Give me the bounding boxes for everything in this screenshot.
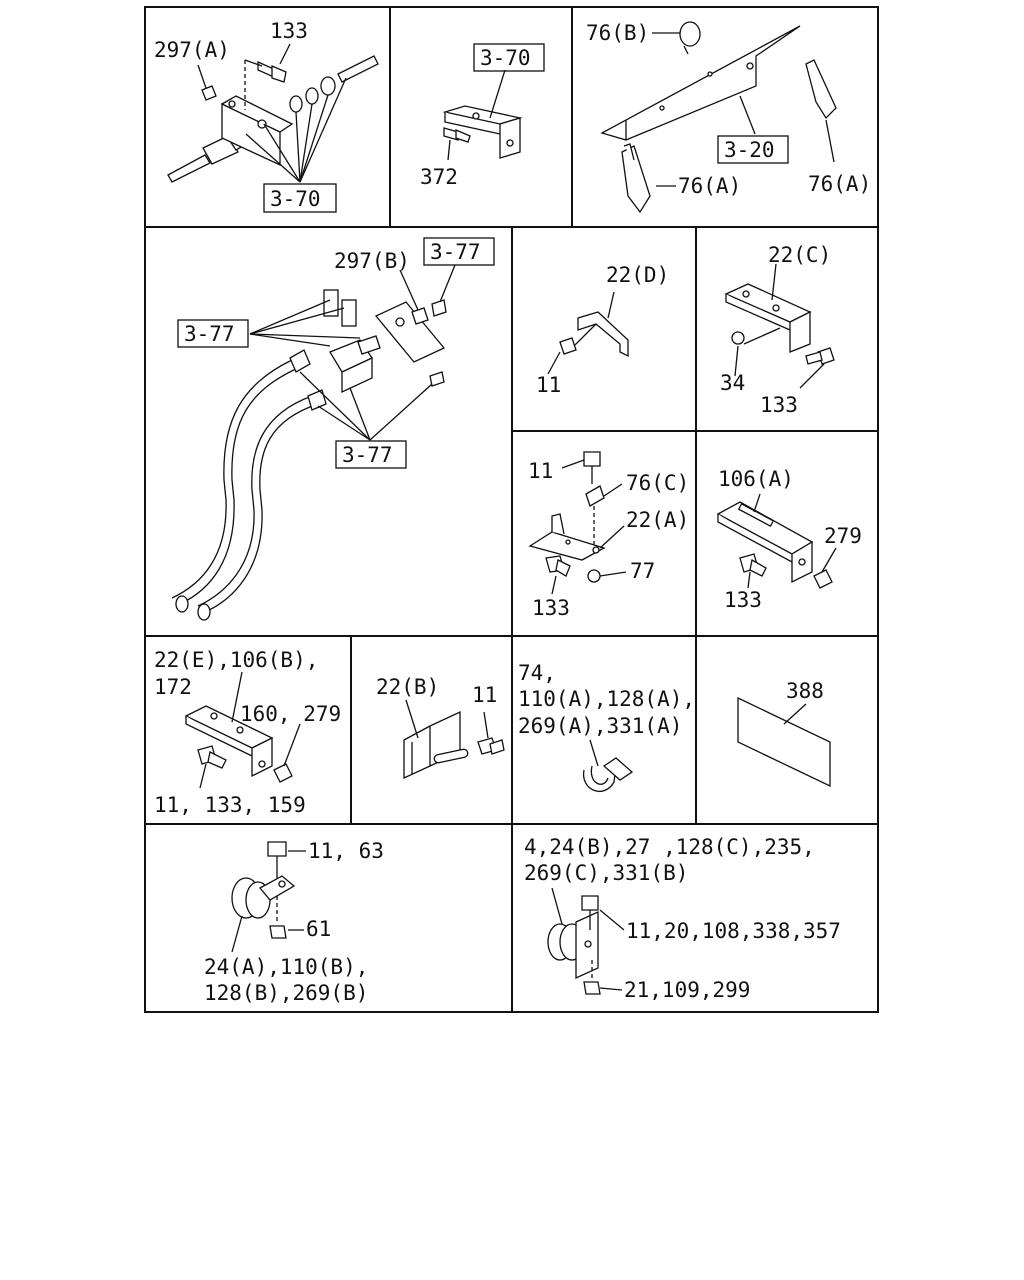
label-11: 11 xyxy=(528,459,553,483)
panel-grid xyxy=(144,6,879,1013)
ref-3-70: 3-70 xyxy=(480,46,531,70)
label-133: 133 xyxy=(760,393,798,417)
label-297a: 297(A) xyxy=(154,38,230,62)
bolt-372 xyxy=(443,127,459,141)
label-297b: 297(B) xyxy=(334,249,410,273)
label-133: 133 xyxy=(724,588,762,612)
label-372: 372 xyxy=(420,165,458,189)
ref-box xyxy=(717,135,789,164)
label-22d: 22(D) xyxy=(606,263,669,287)
nut-279 xyxy=(813,569,833,589)
cable-end-right xyxy=(805,59,837,120)
label-388: 388 xyxy=(786,679,824,703)
panel-cable-tie: 74, 110(A),128(A), 269(A),331(A) xyxy=(518,661,695,792)
label-11: 11 xyxy=(536,373,561,397)
nut-61 xyxy=(269,925,287,939)
label-line1: 74, xyxy=(518,661,556,685)
bolt-11 xyxy=(581,895,599,911)
label-line3: 160, 279 xyxy=(240,702,341,726)
label-plate xyxy=(737,696,831,788)
label-line3: 24(A),110(B), xyxy=(204,955,368,979)
nut-21 xyxy=(583,981,601,995)
panel-cable-bracket: 76(B) 3-20 76(A) 76(A) xyxy=(586,21,871,214)
bolt-11 xyxy=(583,451,601,467)
hose-1 xyxy=(179,367,299,605)
ref-3-20: 3-20 xyxy=(724,138,775,162)
label-line1: 11, 63 xyxy=(308,839,384,863)
panel-label-388: 388 xyxy=(737,679,831,788)
ref-box xyxy=(263,183,337,213)
ref-3-70: 3-70 xyxy=(270,187,321,211)
bracket-22a xyxy=(528,531,606,561)
label-22b: 22(B) xyxy=(376,675,439,699)
panel-bracket-372: 3-70 372 xyxy=(420,43,545,189)
mount-plate xyxy=(374,301,446,363)
label-line2: 269(C),331(B) xyxy=(524,861,688,885)
label-76b: 76(B) xyxy=(586,21,649,45)
ref-3-77-bottom: 3-77 xyxy=(342,443,393,467)
label-line3: 11,20,108,338,357 xyxy=(626,919,841,943)
label-77: 77 xyxy=(630,559,655,583)
panel-bracket-22e: 22(E),106(B), 172 160, 279 11, 133, 159 xyxy=(154,648,341,817)
bolt xyxy=(431,299,447,317)
bolt-11 xyxy=(559,337,577,355)
hose-2 xyxy=(204,403,319,613)
cable-tie xyxy=(582,765,617,792)
clip-76c xyxy=(585,485,605,507)
panel-bracket-22a: 11 76(C) 22(A) 77 133 xyxy=(528,451,689,620)
long-bracket xyxy=(600,25,801,141)
label-line4: 21,109,299 xyxy=(624,978,750,1002)
label-106a: 106(A) xyxy=(718,467,794,491)
panel-hose-assembly: 297(B) 3-77 3-77 3-77 xyxy=(171,237,495,621)
ref-3-77-left: 3-77 xyxy=(184,322,235,346)
label-line4: 128(B),269(B) xyxy=(204,981,368,1005)
panel-clamp-24b: 4,24(B),27 ,128(C),235, 269(C),331(B) 11… xyxy=(524,835,841,1002)
label-133: 133 xyxy=(532,596,570,620)
panel-bracket-22c: 22(C) 34 133 xyxy=(720,243,835,417)
nut-34 xyxy=(731,331,745,345)
panel-bracket-22b: 22(B) 11 xyxy=(376,675,505,780)
label-22a: 22(A) xyxy=(626,508,689,532)
nut-297b xyxy=(411,307,429,325)
cable-end-left xyxy=(621,145,651,214)
nut xyxy=(273,763,293,783)
label-line1: 4,24(B),27 ,128(C),235, xyxy=(524,835,815,859)
label-279: 279 xyxy=(824,524,862,548)
bracket-22d xyxy=(577,311,629,358)
label-76a-left: 76(A) xyxy=(678,174,741,198)
ref-box xyxy=(177,319,249,348)
washer xyxy=(305,87,319,105)
label-line2: 110(A),128(A), xyxy=(518,687,695,711)
nut-297a xyxy=(201,85,217,101)
label-line3: 269(A),331(A) xyxy=(518,714,682,738)
label-line4: 11, 133, 159 xyxy=(154,793,306,817)
label-line2: 172 xyxy=(154,675,192,699)
panel-hose-bracket: 297(A) 133 3-70 xyxy=(154,19,379,213)
hose-end-fitting xyxy=(167,154,211,183)
clip-76b xyxy=(679,21,701,47)
ref-box xyxy=(423,237,495,266)
nut xyxy=(320,76,336,96)
washer xyxy=(289,95,303,113)
spacer xyxy=(341,299,357,327)
panel-clamp-24a: 11, 63 61 24(A),110(B), 128(B),269(B) xyxy=(204,839,384,1005)
panel-bracket-22d: 22(D) 11 xyxy=(536,263,669,397)
nut-77 xyxy=(587,569,601,583)
label-76c: 76(C) xyxy=(626,471,689,495)
label-133: 133 xyxy=(270,19,308,43)
label-22c: 22(C) xyxy=(768,243,831,267)
bolt-11 xyxy=(267,841,287,857)
ref-box xyxy=(335,440,407,469)
label-line1: 22(E),106(B), xyxy=(154,648,318,672)
ref-3-77-top: 3-77 xyxy=(430,240,481,264)
label-line2: 61 xyxy=(306,917,331,941)
label-76a-right: 76(A) xyxy=(808,172,871,196)
label-11: 11 xyxy=(472,683,497,707)
ref-box xyxy=(473,43,545,72)
label-34: 34 xyxy=(720,371,745,395)
panel-bracket-106a: 106(A) 279 133 xyxy=(716,467,862,612)
